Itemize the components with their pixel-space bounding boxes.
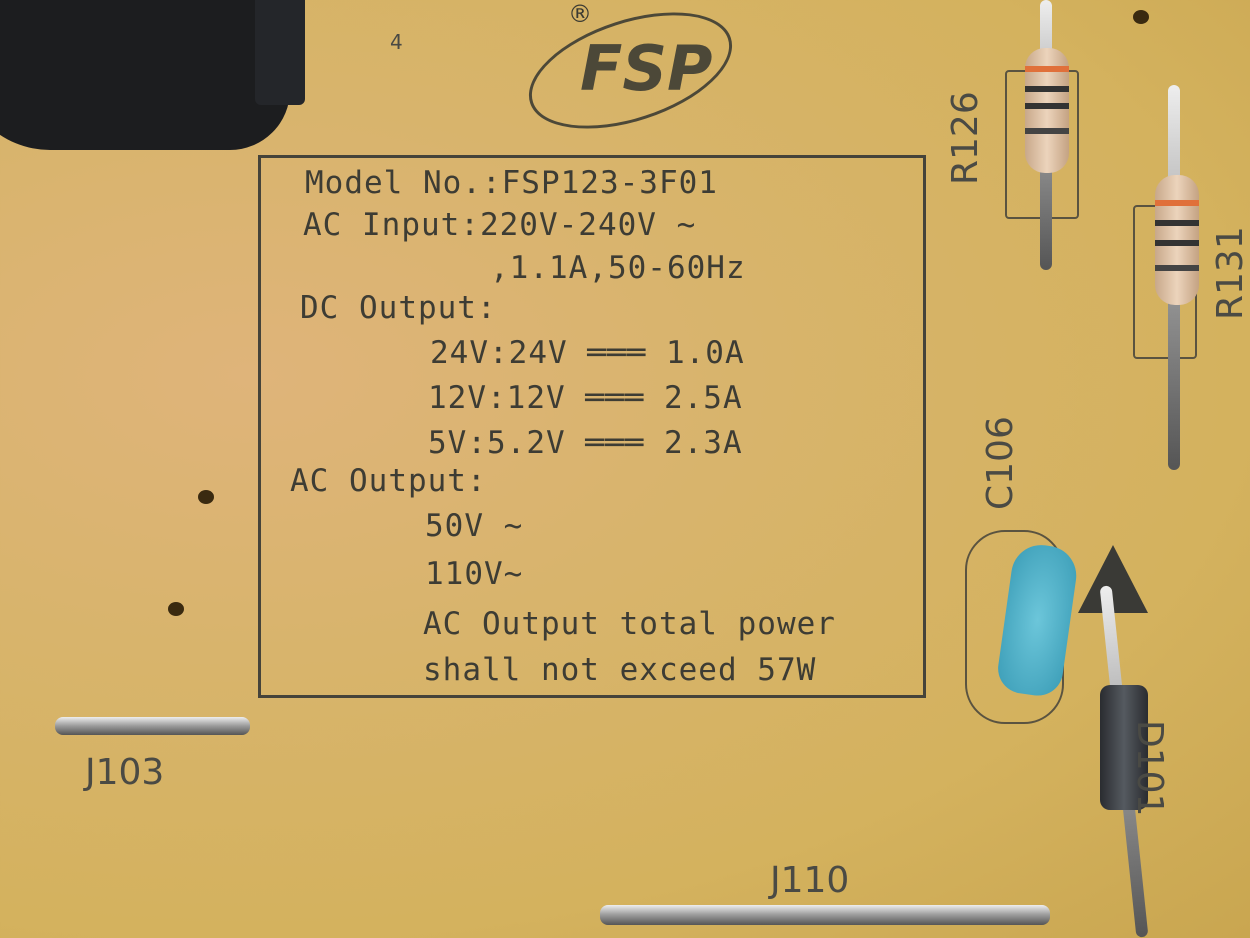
- silk-j103: J103: [85, 752, 165, 793]
- dc-line-24v: 24V:24V ═══ 1.0A: [430, 335, 745, 371]
- silk-r131: R131: [1210, 226, 1250, 320]
- silk-j110: J110: [770, 860, 850, 901]
- via-hole: [168, 602, 184, 616]
- inductor-clip: [255, 0, 305, 105]
- diode-d101: [1100, 685, 1148, 810]
- via-hole: [1133, 10, 1149, 24]
- registered-mark: ®: [568, 0, 592, 28]
- fsp-logo-text: FSP: [580, 32, 713, 105]
- rating-label: [258, 155, 926, 698]
- ac-note-2: shall not exceed 57W: [423, 652, 817, 688]
- silk-c106: C106: [980, 416, 1021, 510]
- ac-output-heading: AC Output:: [290, 463, 487, 499]
- resistor-r131: [1155, 175, 1199, 305]
- silk-r126: R126: [945, 91, 986, 185]
- jumper-j110: [600, 905, 1050, 925]
- dc-output-heading: DC Output:: [300, 290, 497, 326]
- model-number: Model No.:FSP123-3F01: [305, 165, 718, 201]
- ac-input: AC Input:220V-240V ~: [303, 207, 697, 243]
- ac-note-1: AC Output total power: [423, 606, 836, 642]
- inductor: [0, 0, 290, 150]
- dc-line-12v: 12V:12V ═══ 2.5A: [428, 380, 743, 416]
- ac-line-50v: 50V ~: [425, 508, 524, 544]
- silk-d101: D101: [1129, 720, 1170, 817]
- jumper-j103: [55, 717, 250, 735]
- dc-line-5v: 5V:5.2V ═══ 2.3A: [428, 425, 743, 461]
- silk-mark: 4: [390, 30, 403, 54]
- via-hole: [198, 490, 214, 504]
- resistor-r126: [1025, 48, 1069, 173]
- ac-line-110v: 110V~: [425, 556, 524, 592]
- ac-input-rating: ,1.1A,50-60Hz: [490, 250, 746, 286]
